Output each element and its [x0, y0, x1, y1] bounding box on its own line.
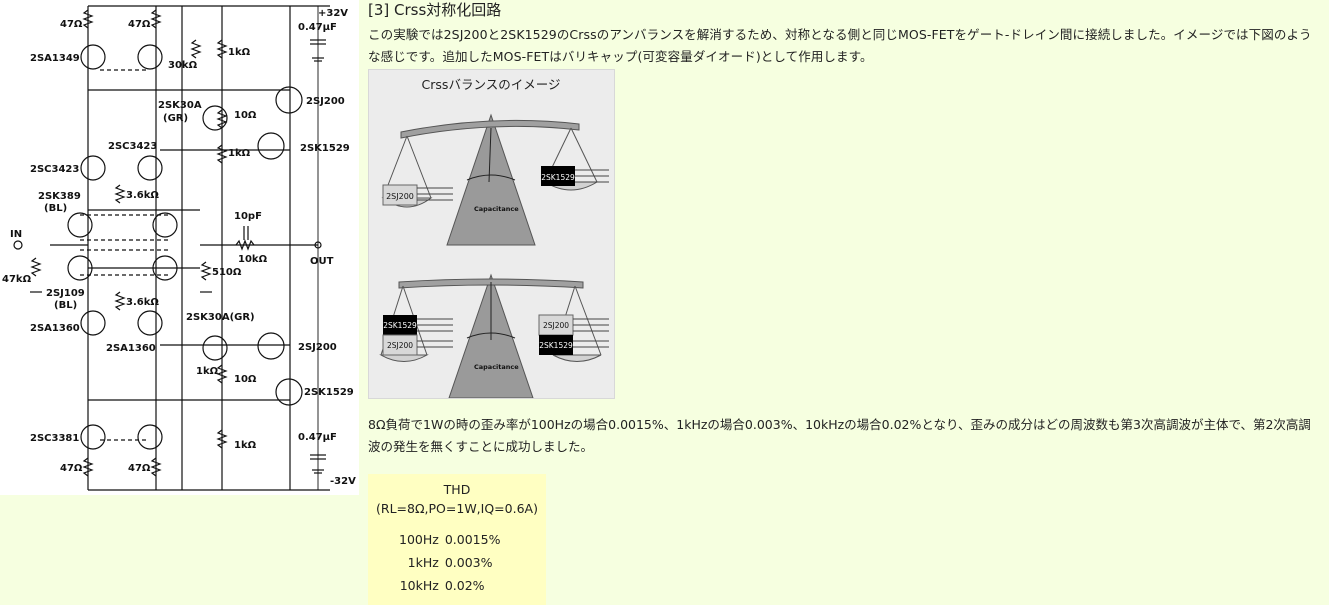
label-bl2: (BL) [54, 300, 77, 311]
label-2sk1529-bot: 2SK1529 [304, 387, 354, 398]
label-r47k: 47kΩ [2, 274, 32, 285]
label-r10-bot: 10Ω [234, 374, 257, 385]
label-2sk30a-gr: 2SK30A(GR) [186, 312, 255, 323]
label-r10-top: 10Ω [234, 110, 257, 121]
bottom-left-chip-a-label: 2SK1529 [383, 321, 417, 330]
thd-freq: 10kHz [399, 578, 439, 593]
label-r10k: 10kΩ [238, 254, 268, 265]
label-r510: 510Ω [212, 267, 242, 278]
thd-value: 0.003% [444, 555, 493, 570]
label-r1k-top: 1kΩ [228, 47, 251, 58]
label-out: OUT [310, 256, 334, 267]
label-r30k: 30kΩ [168, 60, 198, 71]
thd-value: 0.02% [444, 578, 485, 593]
section-heading: [3] Crss対称化回路 [368, 1, 502, 19]
top-left-chip-label: 2SJ200 [386, 192, 414, 201]
label-cap-top: 0.47μF [298, 22, 337, 33]
bottom-right-chip-a-label: 2SJ200 [543, 321, 569, 330]
bottom-capacitance-label: Capacitance [474, 363, 519, 371]
intro-paragraph: この実験では2SJ200と2SK1529のCrssのアンバランスを解消するため、… [368, 27, 1312, 64]
bottom-left-chip-b-label: 2SJ200 [387, 341, 413, 350]
label-r47d: 47Ω [128, 463, 151, 474]
label-r36b: 3.6kΩ [126, 297, 159, 308]
thd-title: THD [443, 482, 471, 497]
label-2sk389: 2SK389 [38, 191, 81, 202]
thd-condition: (RL=8Ω,PO=1W,IQ=0.6A) [376, 501, 538, 516]
result-paragraph: 8Ω負荷で1Wの時の歪み率が100Hzの場合0.0015%、1kHzの場合0.0… [368, 417, 1311, 454]
top-right-chip-label: 2SK1529 [541, 173, 575, 182]
top-scale: 2SJ200 2SK1529 Capacitance [381, 113, 609, 246]
label-bl1: (BL) [44, 203, 67, 214]
label-2sj109: 2SJ109 [46, 288, 85, 299]
balance-drawing: Crssバランスのイメージ 2SJ200 2SK1529 Capacitance [379, 77, 609, 399]
label-gr1: (GR) [163, 113, 188, 124]
label-r36a: 3.6kΩ [126, 190, 159, 201]
label-2sk1529-top: 2SK1529 [300, 143, 350, 154]
label-r1k-low: 1kΩ [196, 366, 219, 377]
bottom-scale: 2SK1529 2SJ200 2SJ200 2SK1529 Capacitanc… [379, 273, 609, 399]
thd-freq: 1kHz [407, 555, 439, 570]
table-row: 10kHz 0.02% [396, 574, 503, 597]
label-2sj200-bot: 2SJ200 [298, 342, 337, 353]
label-v-neg: -32V [330, 476, 356, 487]
label-2sa1349: 2SA1349 [30, 53, 80, 64]
thd-freq: 100Hz [399, 532, 439, 547]
table-row: 1kHz 0.003% [396, 551, 503, 574]
label-r1k-bot: 1kΩ [234, 440, 257, 451]
circuit-schematic: 47Ω 47Ω +32V 0.47μF 2SA1349 30kΩ 1kΩ 2SK… [0, 0, 359, 495]
schematic-drawing: 47Ω 47Ω +32V 0.47μF 2SA1349 30kΩ 1kΩ 2SK… [2, 5, 356, 491]
thd-value: 0.0015% [444, 532, 501, 547]
label-2sa1360-a: 2SA1360 [30, 323, 80, 334]
label-2sk30a: 2SK30A [158, 100, 202, 111]
crss-balance-illustration: Crssバランスのイメージ 2SJ200 2SK1529 Capacitance [368, 69, 615, 399]
label-in: IN [10, 229, 22, 240]
label-2sc3423-b: 2SC3423 [108, 141, 157, 152]
label-c10p: 10pF [234, 211, 262, 222]
label-r47a: 47Ω [60, 19, 83, 30]
label-2sa1360-b: 2SA1360 [106, 343, 156, 354]
table-row: 100Hz 0.0015% [396, 528, 503, 551]
label-r47b: 47Ω [128, 19, 151, 30]
top-capacitance-label: Capacitance [474, 205, 519, 213]
bottom-right-chip-b-label: 2SK1529 [539, 341, 573, 350]
label-v-pos: +32V [318, 8, 348, 19]
label-r1k-mid: 1kΩ [228, 148, 251, 159]
thd-table: 100Hz 0.0015% 1kHz 0.003% 10kHz 0.02% [396, 528, 503, 597]
thd-box: THD (RL=8Ω,PO=1W,IQ=0.6A) 100Hz 0.0015% … [368, 474, 546, 605]
label-2sj200-top: 2SJ200 [306, 96, 345, 107]
label-2sc3423-a: 2SC3423 [30, 164, 79, 175]
label-cap-bot: 0.47μF [298, 432, 337, 443]
label-2sc3381: 2SC3381 [30, 433, 79, 444]
balance-title: Crssバランスのイメージ [422, 77, 561, 92]
label-r47c: 47Ω [60, 463, 83, 474]
